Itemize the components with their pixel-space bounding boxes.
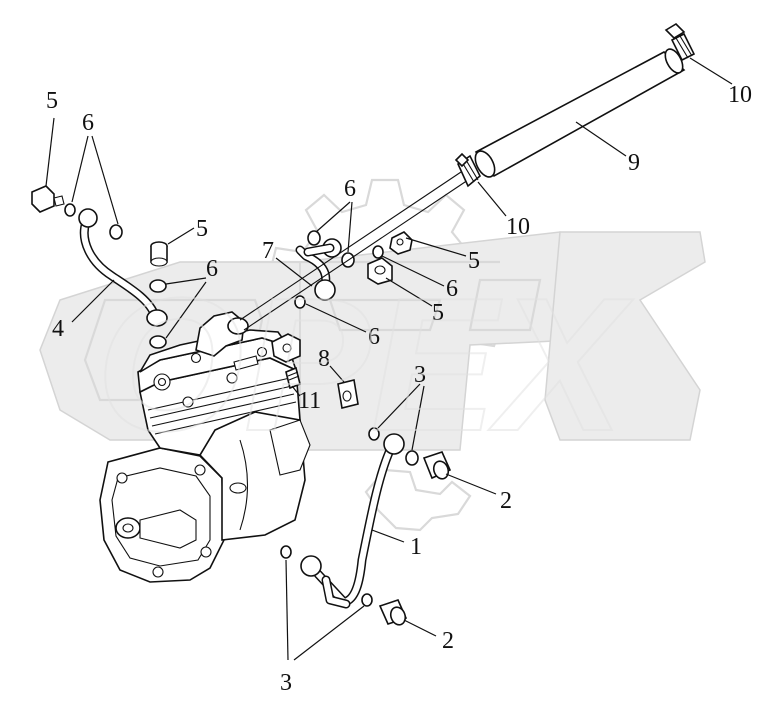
part-2-fitting-lower (378, 599, 408, 626)
part-5-banjo-bolt-vertical (150, 241, 168, 267)
callout-11: 11 (298, 388, 321, 414)
part-9-hose (474, 48, 686, 178)
flange-bolt-hole (116, 472, 128, 484)
tube-1-banjo-upper (383, 433, 405, 455)
callout-4: 4 (52, 316, 64, 342)
callout-3: 3 (414, 362, 426, 388)
head-bolt (182, 396, 194, 408)
head-bolt (190, 352, 202, 364)
flange-bolt-hole (152, 566, 164, 578)
callout-2: 2 (442, 628, 454, 654)
part-3-washer (368, 427, 380, 441)
shaft-boss (139, 509, 197, 549)
part-3-washer (361, 593, 373, 607)
head-outlet-port (227, 317, 249, 335)
callout-5: 5 (468, 248, 480, 274)
callout-2: 2 (500, 488, 512, 514)
part-4-tube (78, 208, 168, 327)
callout-7: 7 (262, 238, 274, 264)
part-3-washer (405, 450, 419, 466)
part-6-washer (372, 245, 384, 259)
head-bolt (157, 377, 167, 387)
part-6-washer (149, 279, 167, 293)
head-label-plate (233, 355, 259, 371)
part-5-banjo-bolt-lower-middle (367, 257, 393, 285)
tube-1-banjo-lower (300, 555, 322, 577)
callouts: 1 2 2 3 3 4 5 5 5 5 6 6 6 6 6 7 8 9 10 1… (46, 82, 752, 696)
watermark-text: OPEX (96, 259, 634, 471)
part-10-clamp-lower (454, 152, 481, 188)
part-6-washer (109, 224, 123, 240)
callout-10: 10 (728, 82, 752, 108)
part-3-washer (280, 545, 292, 559)
flange-bolt-hole (200, 546, 212, 558)
head-bolt (256, 346, 268, 358)
callout-6: 6 (344, 176, 356, 202)
callout-1: 1 (410, 534, 422, 560)
callout-5: 5 (46, 88, 58, 114)
compressor-assembly (99, 311, 311, 583)
part-2-fitting-upper (422, 451, 452, 480)
part-8-clip (337, 379, 359, 409)
cylinder-fin (154, 401, 297, 435)
part-6-washer (149, 335, 167, 349)
callout-6: 6 (368, 324, 380, 350)
head-side-fitting-hole (282, 343, 292, 353)
tube-4-banjo-top (78, 208, 98, 228)
part-6-washer (64, 203, 76, 217)
callout-6: 6 (206, 256, 218, 282)
leader-lines (45, 57, 733, 661)
tube-4-banjo-bottom (146, 309, 168, 327)
cylinder-fin (151, 393, 295, 427)
part-10-clamp-upper (664, 22, 696, 62)
callout-10: 10 (506, 214, 530, 240)
cylinder-fin (147, 377, 291, 411)
crankcase-fitting (229, 482, 247, 494)
callout-8: 8 (318, 346, 330, 372)
part-11-fitting (285, 366, 301, 390)
callout-6: 6 (446, 276, 458, 302)
callout-5: 5 (432, 300, 444, 326)
callout-6: 6 (82, 110, 94, 136)
tube-7-banjo-lower (314, 279, 336, 301)
drive-shaft-center (122, 523, 134, 533)
head-bolt (226, 372, 238, 384)
part-5-banjo-bolt-middle (389, 231, 413, 255)
discharge-line (239, 169, 465, 321)
discharge-line-return (243, 179, 469, 331)
part-6-washer (307, 230, 321, 246)
part-6-washer (294, 295, 306, 309)
crankcase-boss-right (269, 419, 311, 476)
flange-bolt-hole (194, 464, 206, 476)
callout-9: 9 (628, 150, 640, 176)
part-1-tube (300, 433, 405, 609)
callout-5: 5 (196, 216, 208, 242)
part-5-banjo-bolt-upper-left (31, 185, 65, 213)
hose-9-end (474, 150, 496, 178)
callout-3: 3 (280, 670, 292, 696)
cylinder-fin (149, 385, 293, 419)
